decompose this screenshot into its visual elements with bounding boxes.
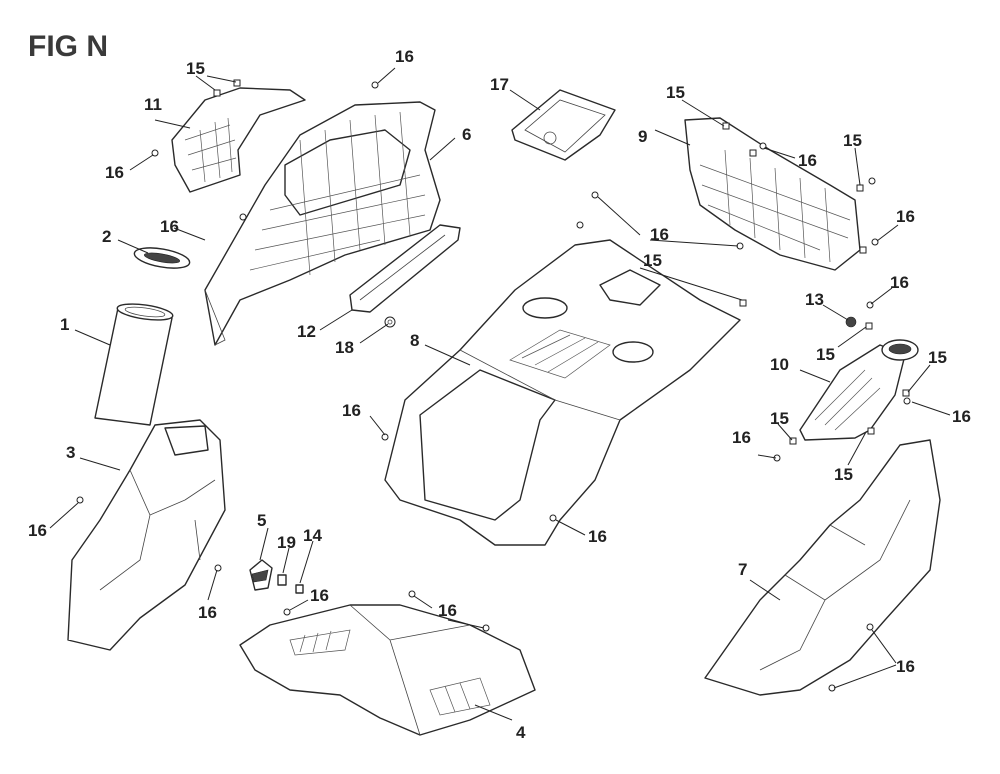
callout-15: 15 <box>843 131 862 150</box>
part-2-grommet <box>133 247 191 269</box>
part-6-grille-panel <box>204 101 441 346</box>
callout-12: 12 <box>297 322 316 341</box>
callout-16: 16 <box>310 586 329 605</box>
callout-11: 11 <box>144 95 162 114</box>
callout-2: 2 <box>102 227 111 246</box>
callout-16: 16 <box>198 603 217 622</box>
callout-16: 16 <box>588 527 607 546</box>
part-10-duct <box>799 339 919 441</box>
part-1-snorkel <box>94 303 174 426</box>
part-3-side-panel <box>67 419 226 651</box>
callout-16: 16 <box>732 428 751 447</box>
callout-16: 16 <box>105 163 124 182</box>
callout-16: 16 <box>438 601 457 620</box>
callout-7: 7 <box>738 560 747 579</box>
callout-15: 15 <box>643 251 662 270</box>
callout-16: 16 <box>342 401 361 420</box>
callout-16: 16 <box>650 225 669 244</box>
part-7-side-panel <box>704 439 941 696</box>
callout-16: 16 <box>896 207 915 226</box>
callout-16: 16 <box>160 217 179 236</box>
part-17-mat <box>511 89 616 161</box>
callout-16: 16 <box>952 407 971 426</box>
callout-10: 10 <box>770 355 789 374</box>
callout-5: 5 <box>257 511 266 530</box>
callout-15: 15 <box>928 348 947 367</box>
callout-15: 15 <box>816 345 835 364</box>
callout-9: 9 <box>638 127 647 146</box>
callout-15: 15 <box>186 59 205 78</box>
callout-13: 13 <box>805 290 824 309</box>
figure-title: FIG N <box>28 30 108 63</box>
callout-16: 16 <box>896 657 915 676</box>
part-5-clip <box>249 559 273 591</box>
callout-18: 18 <box>335 338 354 357</box>
callout-6: 6 <box>462 125 471 144</box>
part-11-duct <box>171 87 306 193</box>
callout-19: 19 <box>277 533 296 552</box>
callout-15: 15 <box>770 409 789 428</box>
callout-16: 16 <box>798 151 817 170</box>
part-9-rear-grille <box>684 117 861 271</box>
callout-16: 16 <box>395 47 414 66</box>
clips <box>213 79 910 445</box>
part-13-knob <box>845 316 857 328</box>
callout-16: 16 <box>28 521 47 540</box>
callout-3: 3 <box>66 443 75 462</box>
part-8-body <box>384 239 741 546</box>
callout-15: 15 <box>666 83 685 102</box>
callout-14: 14 <box>303 526 322 545</box>
callout-1: 1 <box>60 315 69 334</box>
callout-4: 4 <box>516 723 526 742</box>
screws <box>76 81 911 692</box>
part-4-floor <box>239 604 536 736</box>
part-19-clip <box>277 574 287 586</box>
callout-labels: 15 11 16 16 6 2 16 1 3 16 17 15 9 16 15 … <box>28 47 971 742</box>
callout-8: 8 <box>410 331 419 350</box>
part-14-clip <box>295 584 304 594</box>
callout-17: 17 <box>490 75 509 94</box>
leader-lines <box>49 67 951 721</box>
callout-15: 15 <box>834 465 853 484</box>
callout-16: 16 <box>890 273 909 292</box>
